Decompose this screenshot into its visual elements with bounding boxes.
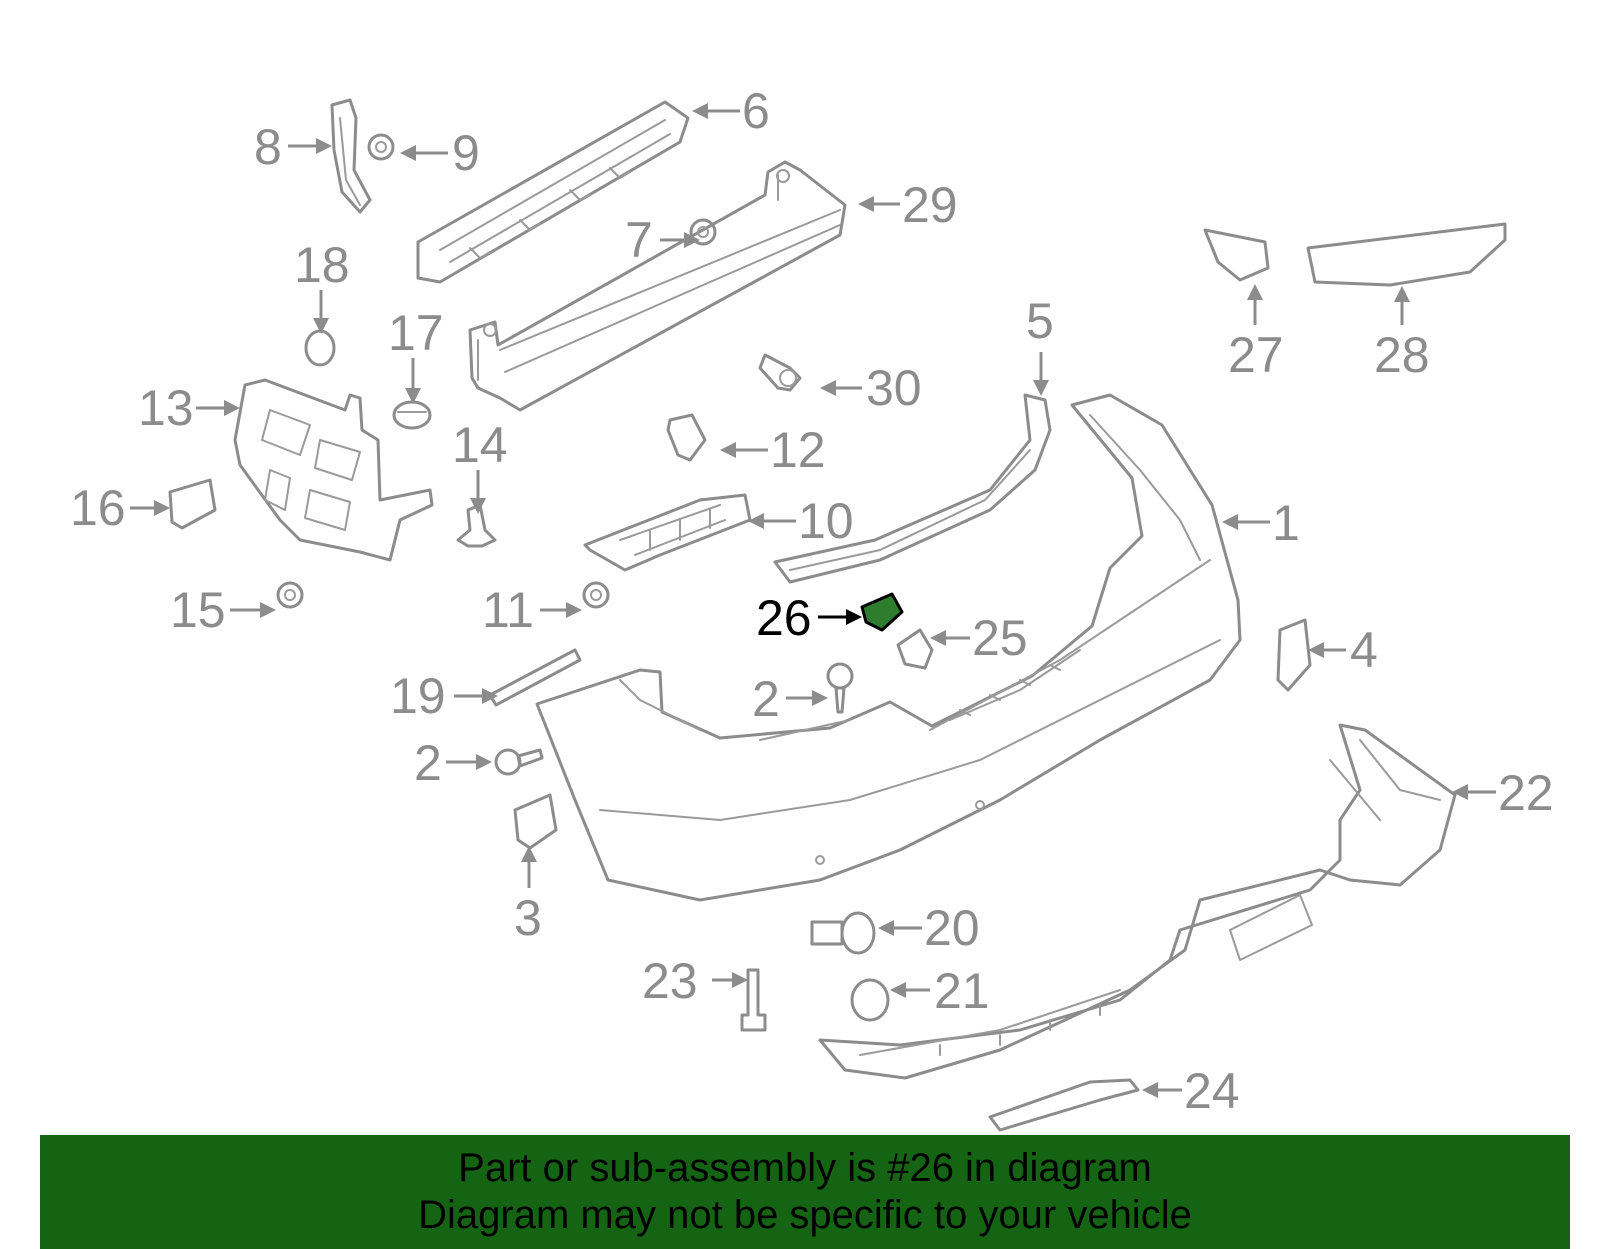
part-28-shape	[1306, 222, 1507, 287]
part-26-shape[interactable]	[860, 592, 904, 632]
callout-15: 15	[170, 582, 226, 638]
part-9-shape	[367, 133, 395, 161]
callout-7: 7	[625, 212, 653, 268]
callout-2a: 2	[752, 671, 780, 727]
callout-12: 12	[770, 422, 826, 478]
part-8-shape	[330, 98, 372, 214]
callout-arrows	[130, 103, 1496, 1098]
callout-10: 10	[798, 493, 854, 549]
info-banner: Part or sub-assembly is #26 in diagram D…	[40, 1135, 1570, 1249]
banner-line-disclaimer: Diagram may not be specific to your vehi…	[418, 1193, 1192, 1237]
callout-18: 18	[294, 237, 350, 293]
callout-23: 23	[642, 953, 698, 1009]
callout-1: 1	[1272, 495, 1300, 551]
part-23-shape	[740, 968, 767, 1032]
callout-25: 25	[972, 610, 1028, 666]
callout-27: 27	[1228, 327, 1284, 383]
callout-30: 30	[866, 360, 922, 416]
part-22-shape	[818, 723, 1457, 1080]
callout-6: 6	[742, 83, 770, 139]
callout-17: 17	[388, 305, 444, 361]
part-12-shape	[666, 413, 707, 462]
callout-4: 4	[1350, 622, 1378, 678]
part-6-shape	[416, 100, 690, 284]
callout-24: 24	[1184, 1063, 1240, 1119]
part-10-shape	[583, 493, 752, 572]
part-21-shape	[850, 978, 890, 1022]
part-3-shape	[513, 793, 558, 850]
part-30-shape	[758, 353, 802, 392]
part-15-shape	[276, 581, 304, 609]
part-14-shape	[456, 503, 497, 548]
part-19-shape	[488, 648, 582, 707]
part-29-shape	[468, 160, 847, 412]
banner-line-part: Part or sub-assembly is #26 in diagram	[458, 1146, 1152, 1190]
part-2a-shape	[826, 662, 854, 714]
callout-22: 22	[1498, 765, 1554, 821]
callout-3: 3	[514, 890, 542, 946]
callout-11: 11	[482, 582, 534, 638]
callout-8: 8	[254, 119, 282, 175]
part-16-shape	[168, 478, 217, 530]
part-7-shape	[689, 218, 717, 246]
callout-14: 14	[452, 417, 508, 473]
part-17-shape	[392, 400, 432, 430]
part-18-shape	[304, 329, 336, 367]
part-11-shape	[582, 581, 610, 609]
part-1-shape	[535, 393, 1242, 902]
callout-2b: 2	[414, 735, 442, 791]
callout-26[interactable]: 26	[756, 590, 812, 646]
part-5-shape	[773, 393, 1052, 584]
callout-16: 16	[70, 480, 126, 536]
part-27-shape	[1203, 228, 1270, 282]
callout-9: 9	[452, 125, 480, 181]
callout-28: 28	[1374, 327, 1430, 383]
callout-20: 20	[924, 900, 980, 956]
part-25-shape	[896, 628, 934, 670]
callout-5: 5	[1026, 293, 1054, 349]
callout-29: 29	[902, 177, 958, 233]
callout-21: 21	[934, 963, 990, 1019]
callout-13: 13	[138, 380, 194, 436]
part-2b-shape	[494, 748, 544, 776]
callout-19: 19	[390, 668, 446, 724]
part-4-shape	[1276, 618, 1312, 692]
part-20-shape	[810, 911, 876, 955]
part-13-shape	[233, 378, 434, 562]
part-24-shape	[988, 1078, 1140, 1132]
